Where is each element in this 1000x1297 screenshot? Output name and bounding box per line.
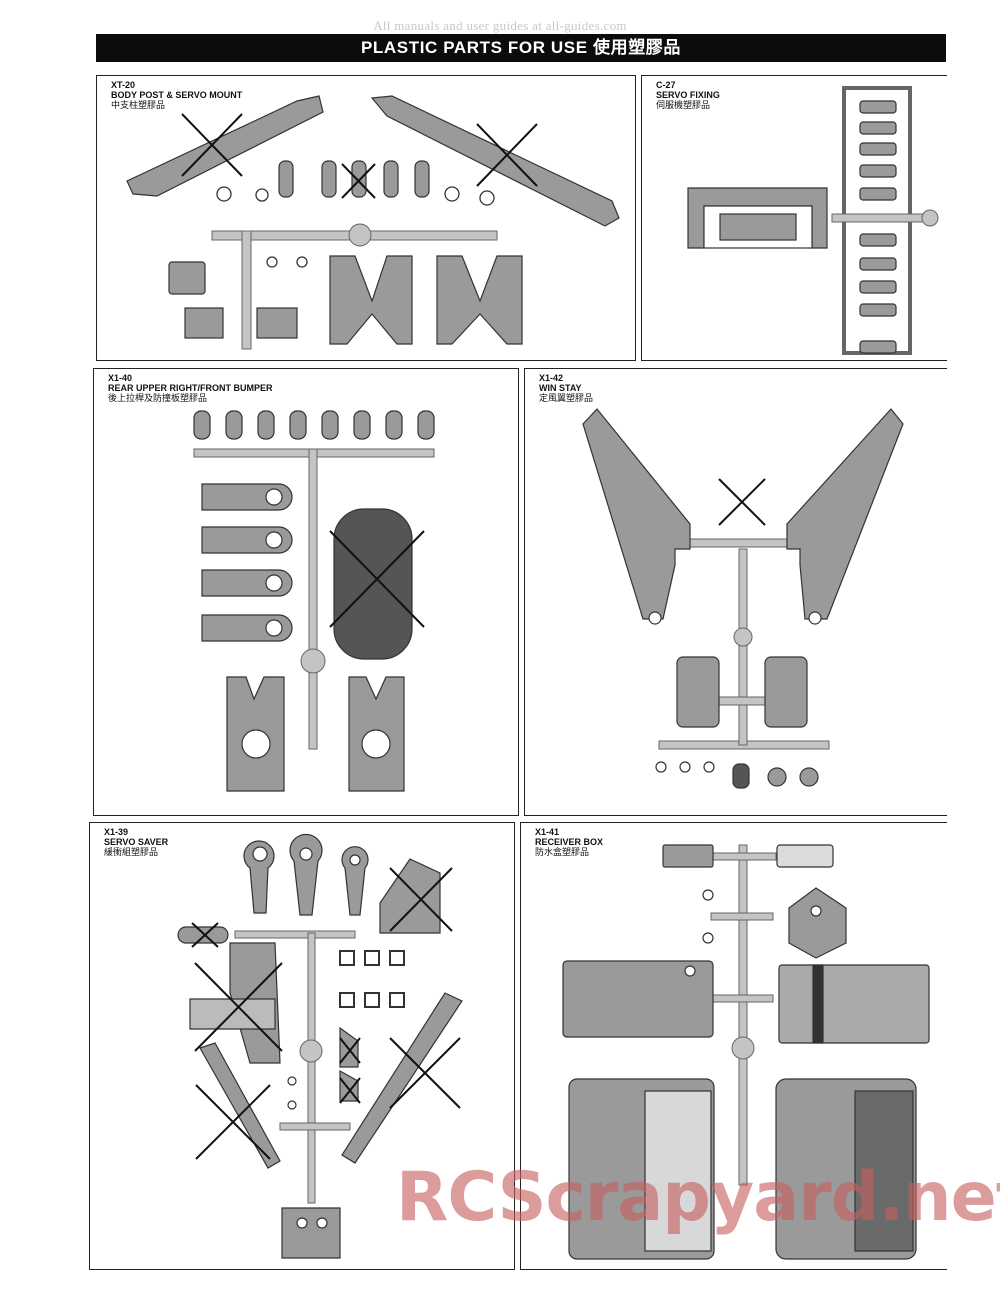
part-code: X1-40 — [108, 373, 133, 383]
panel-label: C-27 SERVO FIXING 伺服機塑膠品 — [656, 80, 720, 110]
parts-panel-x139: X1-39 SERVO SAVER 緩衝組塑膠品 — [89, 822, 515, 1270]
part-code: X1-41 — [535, 827, 560, 837]
part-name-cn: 定風翼塑膠品 — [539, 393, 594, 403]
part-code: X1-39 — [104, 827, 129, 837]
part-name: WIN STAY — [539, 383, 582, 393]
panel-label: X1-41 RECEIVER BOX 防水盒塑膠品 — [535, 827, 603, 857]
part-name-cn: 後上拉桿及防撞板塑膠品 — [108, 393, 208, 403]
panel-label: XT-20 BODY POST & SERVO MOUNT 中支柱塑膠品 — [111, 80, 242, 110]
parts-panel-xt20: XT-20 BODY POST & SERVO MOUNT 中支柱塑膠品 — [96, 75, 636, 361]
part-name: REAR UPPER RIGHT/FRONT BUMPER — [108, 383, 273, 393]
parts-panel-c27: C-27 SERVO FIXING 伺服機塑膠品 — [641, 75, 947, 361]
part-name-cn: 中支柱塑膠品 — [111, 100, 166, 110]
panel-label: X1-42 WIN STAY 定風翼塑膠品 — [539, 373, 593, 403]
parts-panel-x140: X1-40 REAR UPPER RIGHT/FRONT BUMPER 後上拉桿… — [93, 368, 519, 816]
watermark-text: RCScrapyard.net — [396, 1158, 1000, 1237]
part-name-cn: 伺服機塑膠品 — [656, 100, 711, 110]
part-code: X1-42 — [539, 373, 564, 383]
part-name: RECEIVER BOX — [535, 837, 604, 847]
panel-label: X1-40 REAR UPPER RIGHT/FRONT BUMPER 後上拉桿… — [108, 373, 273, 403]
site-header: All manuals and user guides at all-guide… — [373, 18, 627, 33]
parts-panel-x141: X1-41 RECEIVER BOX 防水盒塑膠品 — [520, 822, 947, 1270]
part-code: XT-20 — [111, 80, 136, 90]
part-name: BODY POST & SERVO MOUNT — [111, 90, 243, 100]
parts-drawing — [126, 95, 620, 350]
panel-label: X1-39 SERVO SAVER 緩衝組塑膠品 — [104, 827, 168, 857]
part-name-cn: 防水盒塑膠品 — [535, 847, 590, 857]
parts-drawing — [193, 410, 435, 792]
parts-drawing — [687, 86, 939, 355]
part-code: C-27 — [656, 80, 676, 90]
parts-drawing — [562, 844, 930, 1260]
part-name: SERVO FIXING — [656, 90, 720, 100]
parts-drawing — [582, 408, 904, 789]
part-name-cn: 緩衝組塑膠品 — [104, 847, 159, 857]
page-title: PLASTIC PARTS FOR USE 使用塑膠品 — [96, 34, 946, 62]
parts-drawing — [177, 833, 463, 1259]
parts-panel-x142: X1-42 WIN STAY 定風翼塑膠品 — [524, 368, 947, 816]
part-name: SERVO SAVER — [104, 837, 169, 847]
